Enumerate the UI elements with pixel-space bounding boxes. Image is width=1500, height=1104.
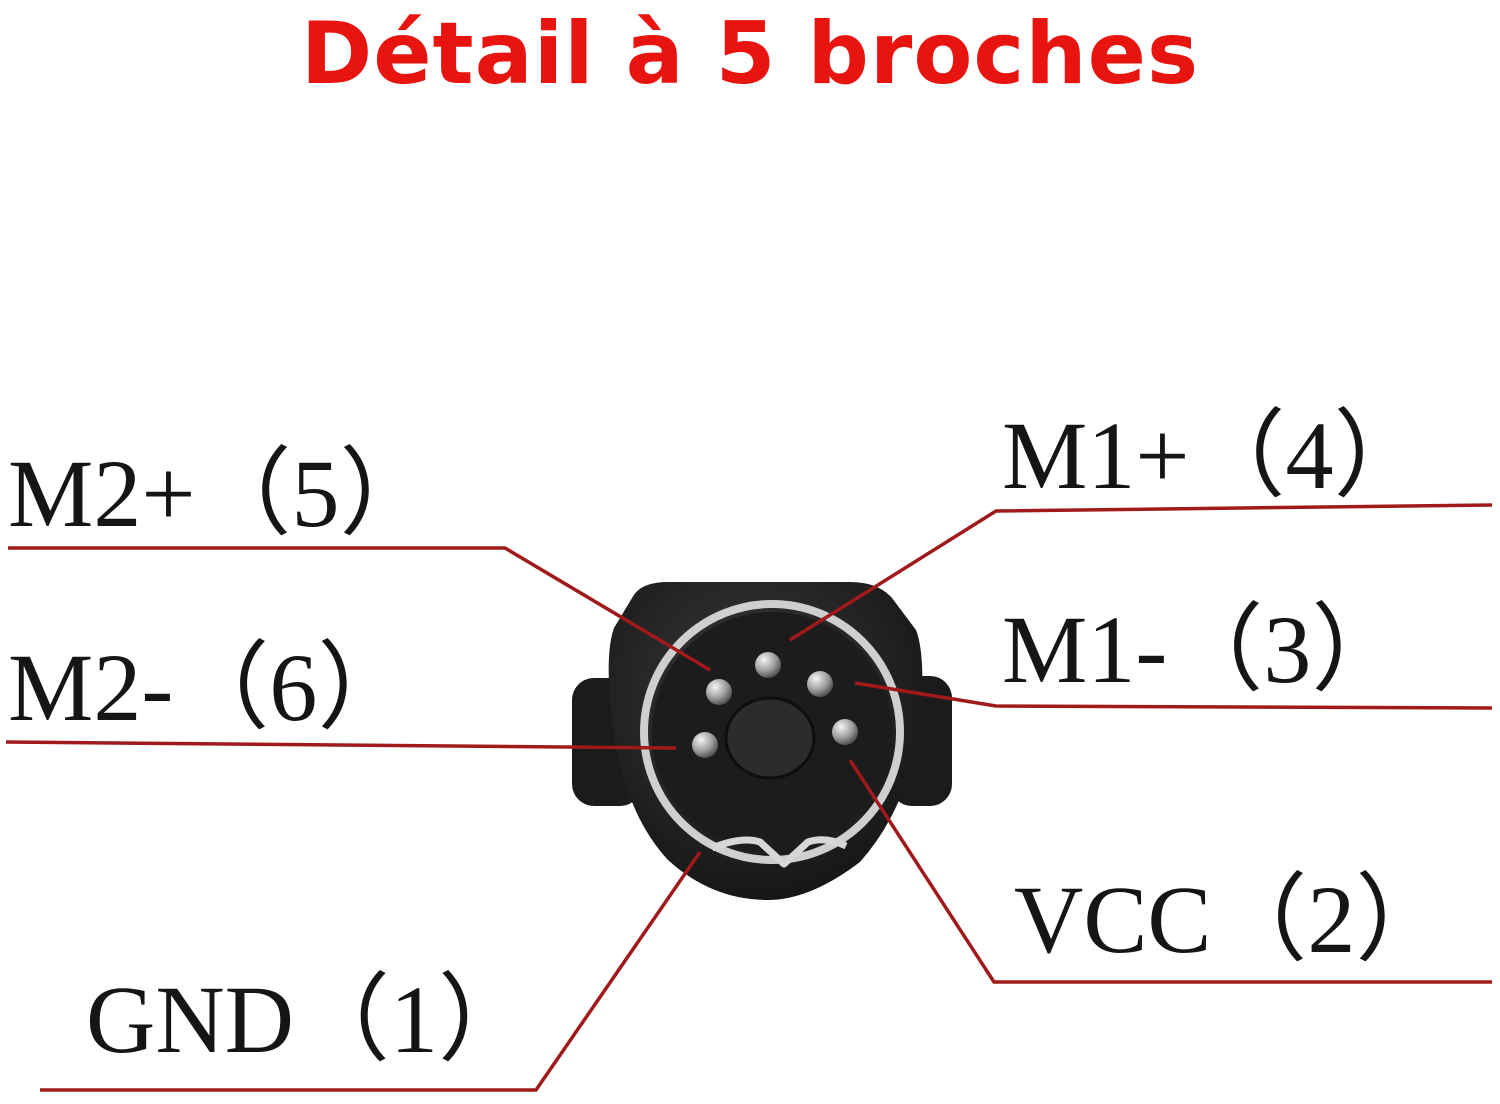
pin-4: [755, 652, 781, 678]
label-m2-minus: M2-（6）: [8, 634, 414, 741]
leader-line-m2-minus: [5, 740, 677, 750]
leader-line-m1-plus: [789, 503, 1493, 642]
label-vcc: VCC（2）: [1014, 866, 1452, 973]
connector-shield-ring: [640, 600, 904, 864]
pin-3: [807, 671, 833, 697]
pin-6: [692, 732, 718, 758]
leader-line-m2-plus: [8, 546, 711, 672]
pin-5: [706, 679, 732, 705]
label-gnd: GND（1）: [86, 966, 534, 1073]
label-m1-plus: M1+（4）: [1002, 402, 1430, 509]
leader-line-gnd: [40, 851, 702, 1092]
leader-line-vcc: [848, 759, 1492, 984]
connector-center-post: [724, 696, 816, 780]
connector-key-notch: [710, 836, 848, 868]
diagram-title: Détail à 5 broches: [300, 4, 1200, 104]
pin-2: [832, 719, 858, 745]
leader-line-m1-minus: [854, 681, 1493, 710]
label-m2-plus: M2+（5）: [8, 440, 436, 547]
label-m1-minus: M1-（3）: [1002, 596, 1408, 703]
